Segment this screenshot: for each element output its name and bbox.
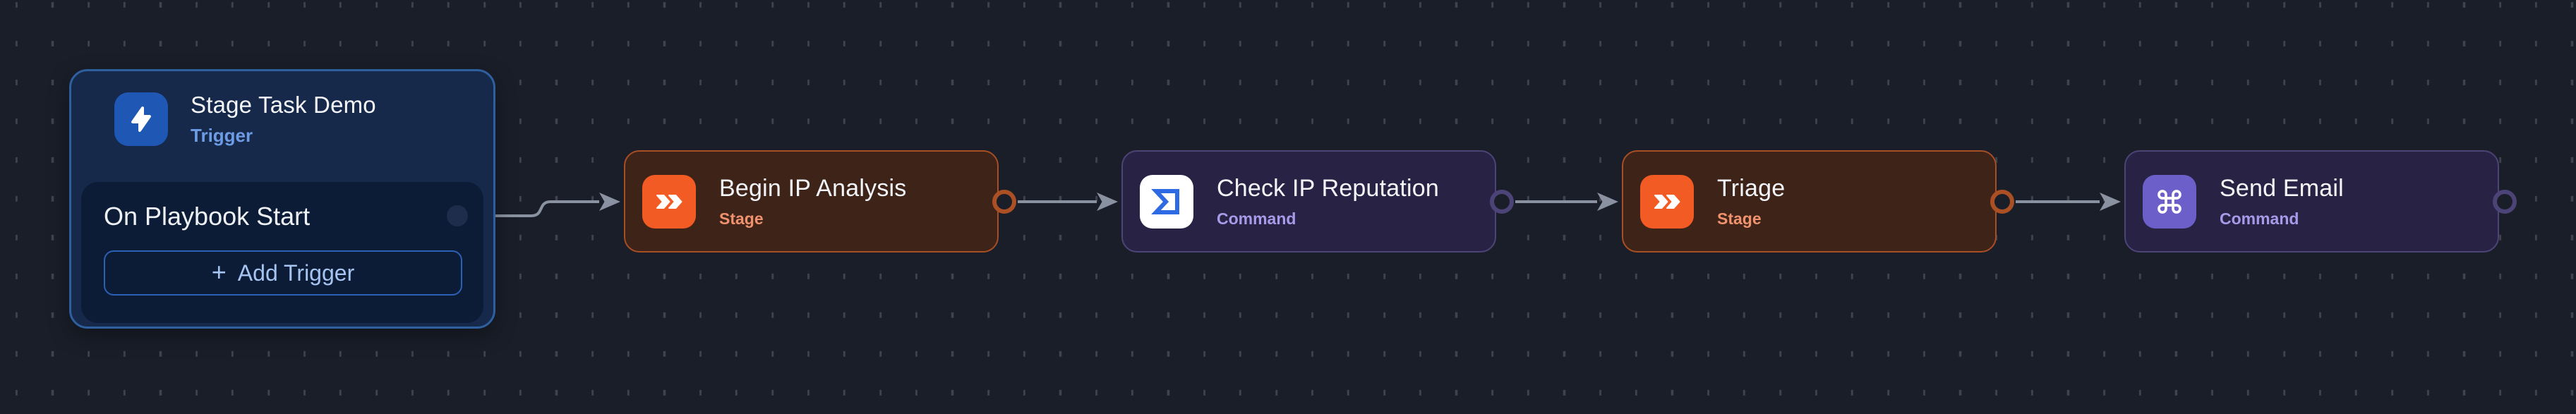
output-port[interactable] [1490, 189, 1514, 214]
arrowhead-icon [2100, 193, 2121, 211]
node-check-ip-reputation[interactable]: Check IP Reputation Command [1121, 150, 1514, 252]
node-title: Triage [1717, 174, 1786, 202]
lightning-icon [114, 92, 168, 146]
double-chevron-icon [642, 174, 696, 229]
add-trigger-button-label: Add Trigger [237, 260, 355, 286]
output-port[interactable] [1990, 189, 2014, 214]
node-begin-ip-analysis[interactable]: Begin IP Analysis Stage [624, 150, 1016, 252]
arrowhead-icon [599, 193, 620, 211]
trigger-card-type-label: Trigger [191, 125, 253, 146]
node-type-label: Stage [1717, 209, 1762, 228]
output-port[interactable] [992, 189, 1016, 214]
node-type-label: Stage [719, 209, 764, 228]
trigger-card-stage-task-demo[interactable]: Stage Task Demo Trigger On Playbook Star… [69, 69, 495, 329]
trigger-card-title: Stage Task Demo [191, 92, 376, 118]
connector-begin-to-check-ip-reputation[interactable] [1018, 193, 1118, 211]
node-type-label: Command [2220, 209, 2299, 228]
add-trigger-button[interactable]: + Add Trigger [104, 250, 462, 296]
node-triage[interactable]: Triage Stage [1622, 150, 2014, 252]
sigma-icon [1140, 174, 1193, 229]
connector-trigger-to-begin-ip-analysis[interactable] [457, 193, 620, 217]
node-title: Check IP Reputation [1217, 174, 1440, 202]
arrowhead-icon [1097, 193, 1118, 211]
connector-triage-to-send-email[interactable] [2016, 193, 2121, 211]
trigger-list-panel: On Playbook Start + Add Trigger [81, 182, 483, 323]
double-chevron-icon [1640, 174, 1694, 229]
plus-icon: + [211, 257, 227, 286]
trigger-output-port[interactable] [447, 205, 468, 226]
trigger-item-on-playbook-start[interactable]: On Playbook Start [104, 202, 311, 231]
node-send-email[interactable]: Send Email Command [2124, 150, 2517, 252]
node-type-label: Command [1217, 209, 1296, 228]
arrowhead-icon [1597, 193, 1618, 211]
output-port[interactable] [2493, 189, 2517, 214]
node-title: Begin IP Analysis [719, 174, 907, 202]
node-title: Send Email [2220, 174, 2344, 202]
command-symbol-icon [2143, 174, 2196, 229]
connector-check-to-triage[interactable] [1515, 193, 1618, 211]
trigger-card-header: Stage Task Demo Trigger [114, 92, 376, 147]
